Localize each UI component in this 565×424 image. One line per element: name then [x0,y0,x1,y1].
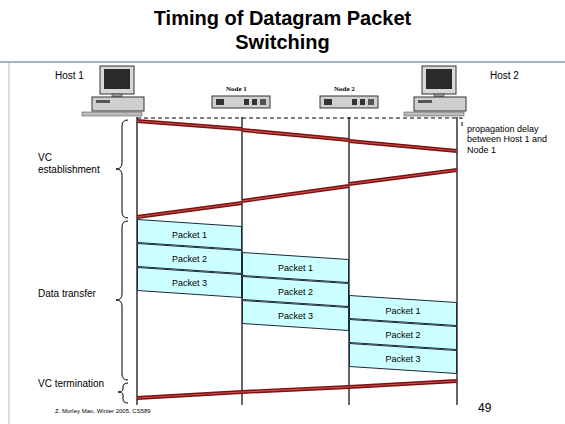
router-label: Node 2 [334,85,355,93]
packet-outline [350,344,457,374]
packet-band: Packet 3 [137,267,242,298]
slide-title: Timing of Datagram Packet Switching [120,6,445,54]
packet-label: Packet 1 [137,230,242,240]
packet-label: Packet 1 [242,263,349,273]
packet-label: Packet 3 [349,354,457,364]
phase-label: VC termination [38,378,114,390]
phase-label: VC establishment [38,152,114,175]
router-label: Node 1 [226,85,247,93]
packet-outline [138,268,242,298]
packet-label: Packet 2 [242,287,349,297]
packet-outline [243,301,349,331]
packet-label: Packet 3 [137,278,242,288]
packet-label: Packet 2 [137,254,242,264]
packet-label: Packet 1 [349,306,457,316]
packet-band: Packet 3 [349,343,457,374]
host-label: Host 2 [490,70,519,82]
host-label: Host 1 [55,70,84,82]
propagation-note: propagation delay between Host 1 and Nod… [467,124,559,155]
phase-label: Data transfer [38,288,114,300]
packet-label: Packet 3 [242,311,349,321]
page-number: 49 [478,402,491,416]
packet-label: Packet 2 [349,330,457,340]
packet-band: Packet 3 [242,300,349,331]
footer-credit: Z. Morley Mao, Winter 2005, CS589 [55,408,151,415]
